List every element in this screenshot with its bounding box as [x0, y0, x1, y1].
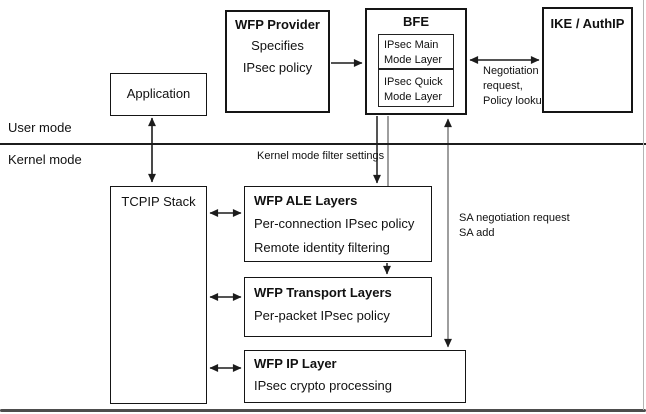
- ipsec-quick-mode-box: IPsec Quick Mode Layer: [378, 69, 454, 107]
- page-edge-line: [643, 0, 644, 410]
- wfp-provider-line2: IPsec policy: [242, 60, 313, 75]
- ipsec-main-mode-line1: IPsec Main: [384, 39, 439, 51]
- application-title: Application: [126, 86, 191, 101]
- wfp-ip-layer-line1: IPsec crypto processing: [254, 378, 393, 393]
- wfp-transport-layers-title: WFP Transport Layers: [254, 285, 392, 300]
- wfp-ale-layers-title: WFP ALE Layers: [254, 193, 358, 208]
- ipsec-main-mode-line2: Mode Layer: [384, 54, 443, 66]
- ike-authip-box: IKE / AuthIP: [542, 7, 633, 113]
- application-box: Application: [110, 73, 207, 116]
- kernel-filter-settings-label: Kernel mode filter settings: [257, 150, 385, 162]
- wfp-ip-layer-title: WFP IP Layer: [254, 356, 337, 371]
- wfp-ip-layer-box: WFP IP Layer IPsec crypto processing: [244, 350, 466, 403]
- kernel-mode-label: Kernel mode: [8, 152, 82, 167]
- wfp-provider-box: WFP Provider Specifies IPsec policy: [225, 10, 330, 113]
- negotiation-label: Negotiation request, Policy lookup: [483, 64, 548, 109]
- ipsec-main-mode-box: IPsec Main Mode Layer: [378, 34, 454, 69]
- wfp-ale-layers-box: WFP ALE Layers Per-connection IPsec poli…: [244, 186, 432, 262]
- wfp-ale-layers-line2: Remote identity filtering: [254, 240, 390, 255]
- bottom-border-line: [0, 409, 646, 412]
- user-mode-label: User mode: [8, 120, 72, 135]
- wfp-transport-layers-box: WFP Transport Layers Per-packet IPsec po…: [244, 277, 432, 337]
- user-kernel-divider-line: [0, 143, 646, 145]
- negotiation-label-line3: Policy lookup: [483, 95, 548, 107]
- wfp-transport-layers-line1: Per-packet IPsec policy: [254, 308, 390, 323]
- sa-label-line2: SA add: [459, 227, 495, 239]
- tcpip-stack-box: TCPIP Stack: [110, 186, 207, 404]
- ipsec-quick-mode-line2: Mode Layer: [384, 91, 443, 103]
- sa-label: SA negotiation request SA add: [459, 211, 570, 241]
- sa-label-line1: SA negotiation request: [459, 212, 570, 224]
- negotiation-label-line2: request,: [483, 80, 523, 92]
- negotiation-label-line1: Negotiation: [483, 65, 539, 77]
- bfe-title: BFE: [403, 14, 429, 29]
- ike-authip-title: IKE / AuthIP: [550, 16, 625, 31]
- wfp-provider-title: WFP Provider: [234, 17, 320, 32]
- wfp-provider-line1: Specifies: [251, 38, 304, 53]
- bfe-box: BFE IPsec Main Mode Layer IPsec Quick Mo…: [365, 8, 467, 115]
- wfp-ale-layers-line1: Per-connection IPsec policy: [254, 216, 415, 231]
- tcpip-stack-title: TCPIP Stack: [121, 194, 196, 209]
- ipsec-quick-mode-line1: IPsec Quick: [384, 76, 443, 88]
